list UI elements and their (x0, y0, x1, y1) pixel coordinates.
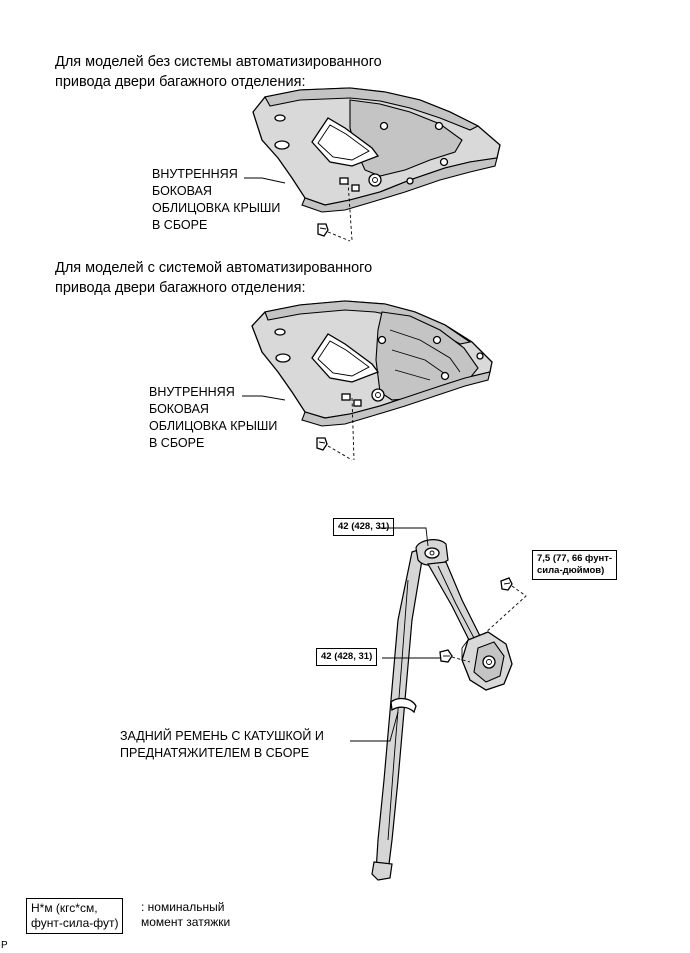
section-3-part-label-line1: ЗАДНИЙ РЕМЕНЬ С КАТУШКОЙ И (120, 729, 324, 743)
torque-box-small: 7,5 (77, 66 фунт- сила-дюймов) (532, 550, 618, 580)
roof-side-trim-illustration (244, 87, 501, 242)
section-2-part-label-line1: ВНУТРЕННЯЯ (149, 385, 235, 399)
section-2-part-label-line2: БОКОВАЯ (149, 402, 209, 416)
section-1-caption-line2: привода двери багажного отделения: (55, 74, 306, 90)
legend-description-line2: момент затяжки (141, 915, 231, 929)
section-3-part-label-line2: ПРЕДНАТЯЖИТЕЛЕМ В СБОРЕ (120, 746, 310, 760)
section-1-part-label-line2: БОКОВАЯ (152, 184, 212, 198)
legend-description: : номинальный момент затяжки (141, 900, 230, 930)
legend-unit-line1: Н*м (кгс*см, (31, 901, 98, 915)
bolt-icon (500, 577, 513, 591)
section-2-part-label-line4: В СБОРЕ (149, 436, 205, 450)
section-2-part-label-line3: ОБЛИЦОВКА КРЫШИ (149, 419, 278, 433)
torque-box-small-line1: 7,5 (77, 66 фунт- (537, 553, 613, 564)
section-1-caption-line1: Для моделей без системы автоматизированн… (55, 54, 382, 70)
torque-box-top: 42 (428, 31) (333, 518, 395, 536)
clip-icon (316, 437, 328, 451)
section-1-part-label-line4: В СБОРЕ (152, 218, 208, 232)
section-2-caption-line1: Для моделей с системой автоматизированно… (55, 260, 373, 276)
bolt-icon (439, 649, 453, 663)
section-1-part-label-line3: ОБЛИЦОВКА КРЫШИ (152, 201, 281, 215)
clip-icon (317, 223, 329, 237)
legend-description-line1: : номинальный (141, 900, 225, 914)
corner-mark: P (1, 940, 8, 951)
section-1-part-label: ВНУТРЕННЯЯ БОКОВАЯ ОБЛИЦОВКА КРЫШИ В СБО… (152, 166, 280, 234)
section-2-caption: Для моделей с системой автоматизированно… (55, 258, 372, 298)
roof-side-trim-power-door-illustration (242, 300, 493, 461)
section-2-part-label: ВНУТРЕННЯЯ БОКОВАЯ ОБЛИЦОВКА КРЫШИ В СБО… (149, 384, 277, 452)
section-1-caption: Для моделей без системы автоматизированн… (55, 52, 382, 92)
section-1-part-label-line1: ВНУТРЕННЯЯ (152, 167, 238, 181)
legend-unit-line2: фунт-сила-фут) (31, 916, 119, 930)
torque-box-small-line2: сила-дюймов) (537, 565, 605, 576)
torque-box-middle: 42 (428, 31) (316, 648, 378, 666)
section-2-caption-line2: привода двери багажного отделения: (55, 280, 306, 296)
seat-belt-retractor-illustration (350, 527, 527, 881)
legend-unit-box: Н*м (кгс*см, фунт-сила-фут) (26, 898, 124, 934)
section-3-part-label: ЗАДНИЙ РЕМЕНЬ С КАТУШКОЙ И ПРЕДНАТЯЖИТЕЛ… (120, 728, 324, 762)
